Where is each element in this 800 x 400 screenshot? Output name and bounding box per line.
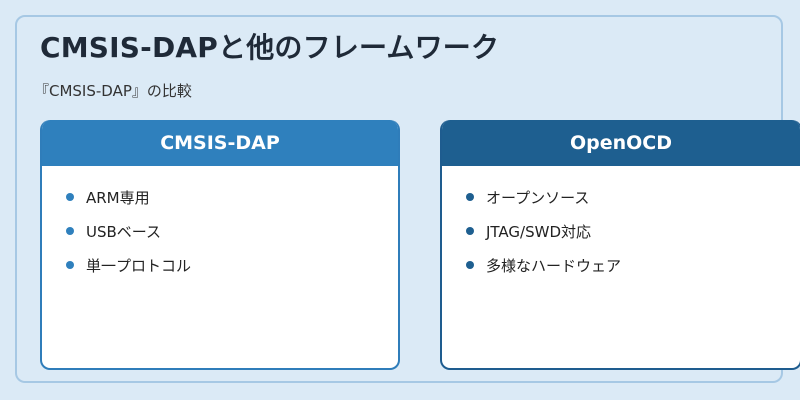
bullet-icon: [466, 261, 474, 269]
cmsis-dap-card-title: CMSIS-DAP: [42, 120, 398, 166]
page-subtitle: 『CMSIS-DAP』の比較: [34, 82, 192, 100]
list-item-label: ARM専用: [86, 188, 150, 207]
cmsis-dap-card: CMSIS-DAP ARM専用 USBベース 単一プロトコル: [40, 120, 400, 370]
bullet-icon: [66, 227, 74, 235]
list-item: JTAG/SWD対応: [466, 214, 800, 248]
list-item-label: オープンソース: [486, 188, 590, 207]
cmsis-dap-feature-list: ARM専用 USBベース 単一プロトコル: [42, 166, 398, 282]
bullet-icon: [66, 261, 74, 269]
bullet-icon: [66, 193, 74, 201]
list-item-label: JTAG/SWD対応: [486, 222, 592, 241]
openocd-feature-list: オープンソース JTAG/SWD対応 多様なハードウェア: [442, 166, 800, 282]
bullet-icon: [466, 227, 474, 235]
list-item: 多様なハードウェア: [466, 248, 800, 282]
bullet-icon: [466, 193, 474, 201]
page-title: CMSIS-DAPと他のフレームワーク: [40, 31, 500, 64]
list-item: USBベース: [66, 214, 398, 248]
openocd-card: OpenOCD オープンソース JTAG/SWD対応 多様なハードウェア: [440, 120, 800, 370]
list-item-label: 単一プロトコル: [86, 256, 192, 275]
list-item: オープンソース: [466, 180, 800, 214]
list-item: ARM専用: [66, 180, 398, 214]
list-item-label: USBベース: [86, 222, 162, 241]
list-item-label: 多様なハードウェア: [486, 256, 622, 275]
list-item: 単一プロトコル: [66, 248, 398, 282]
openocd-card-title: OpenOCD: [442, 120, 800, 166]
